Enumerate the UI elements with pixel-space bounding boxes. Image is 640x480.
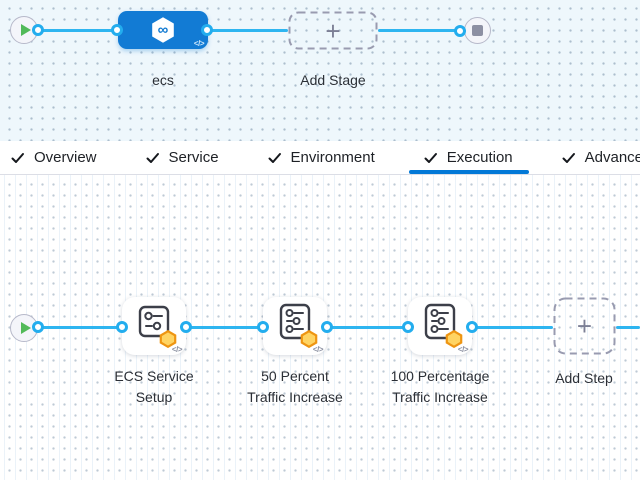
- connector-line: [207, 29, 288, 32]
- step-label: ECS Service Setup: [114, 368, 194, 405]
- add-step-label: Add Step: [555, 370, 613, 386]
- plus-icon: +: [576, 311, 593, 341]
- add-step-button[interactable]: +: [553, 297, 616, 355]
- step-settings-icon: [424, 303, 456, 340]
- connector-port[interactable]: [32, 24, 44, 36]
- connector-port[interactable]: [257, 321, 269, 333]
- stage-node-ecs[interactable]: ∞ </>: [118, 11, 208, 49]
- connector-line: [378, 29, 460, 32]
- connector-port[interactable]: [402, 321, 414, 333]
- connector-line: [38, 29, 117, 32]
- connector-port[interactable]: [454, 25, 466, 37]
- tab-environment[interactable]: Environment: [267, 141, 375, 174]
- step-yaml-toggle[interactable]: </>: [312, 345, 324, 354]
- connector-port[interactable]: [201, 24, 213, 36]
- connector-line: [472, 326, 553, 329]
- connector-port[interactable]: [466, 321, 478, 333]
- step-yaml-toggle[interactable]: </>: [457, 345, 469, 354]
- step-label: 100 Percentage Traffic Increase: [390, 368, 490, 405]
- stage-config-tabbar: Overview Service Environment Execution A…: [0, 141, 640, 175]
- check-icon: [424, 152, 437, 163]
- execution-graph-canvas[interactable]: </> </>: [0, 175, 640, 480]
- check-icon: [146, 152, 159, 163]
- play-icon: [20, 24, 31, 36]
- connector-port[interactable]: [180, 321, 192, 333]
- tab-label: Overview: [34, 149, 97, 166]
- tab-label: Environment: [290, 149, 375, 166]
- connector-line: [38, 326, 122, 329]
- connector-port[interactable]: [321, 321, 333, 333]
- add-stage-label: Add Stage: [300, 72, 366, 88]
- connector-line: [327, 326, 408, 329]
- tab-label: Advanced: [584, 149, 640, 166]
- check-icon: [268, 152, 281, 163]
- dashed-border: [288, 11, 378, 50]
- tab-service[interactable]: Service: [145, 141, 219, 174]
- connector-line: [186, 326, 263, 329]
- play-icon: [20, 322, 31, 334]
- tab-advanced[interactable]: Advanced: [561, 141, 640, 174]
- plus-icon: +: [325, 15, 341, 46]
- step-node-ecs-service-setup[interactable]: </>: [122, 297, 186, 355]
- connector-port[interactable]: [111, 24, 123, 36]
- stop-icon: [472, 25, 483, 36]
- pipeline-end-node[interactable]: [464, 17, 491, 44]
- check-icon: [562, 152, 575, 163]
- dashed-border: [553, 297, 616, 355]
- stage-yaml-toggle[interactable]: </>: [193, 39, 205, 48]
- connector-port[interactable]: [116, 321, 128, 333]
- step-settings-icon: [279, 303, 311, 340]
- barrier-hexagon-badge-icon: [159, 330, 177, 348]
- stage-graph-canvas[interactable]: ∞ </> + ecs Add Stage: [0, 0, 640, 141]
- tab-label: Execution: [446, 149, 513, 166]
- tab-overview[interactable]: Overview: [10, 141, 97, 174]
- infinity-glyph: ∞: [157, 21, 169, 39]
- barrier-hexagon-badge-icon: [300, 330, 318, 348]
- connector-port[interactable]: [32, 321, 44, 333]
- stage-label: ecs: [152, 72, 174, 88]
- step-node-50-percent-traffic-increase[interactable]: </>: [263, 297, 327, 355]
- step-label: 50 Percent Traffic Increase: [247, 368, 343, 405]
- add-stage-button[interactable]: +: [288, 11, 378, 50]
- tab-execution[interactable]: Execution: [408, 141, 529, 174]
- tab-label: Service: [168, 149, 219, 166]
- check-icon: [11, 152, 24, 163]
- harness-cd-hexagon-icon: ∞: [151, 17, 175, 44]
- step-settings-icon: [138, 305, 170, 338]
- barrier-hexagon-badge-icon: [445, 330, 463, 348]
- connector-line: [616, 326, 640, 329]
- step-node-100-percentage-traffic-increase[interactable]: </>: [408, 297, 472, 355]
- step-yaml-toggle[interactable]: </>: [171, 345, 183, 354]
